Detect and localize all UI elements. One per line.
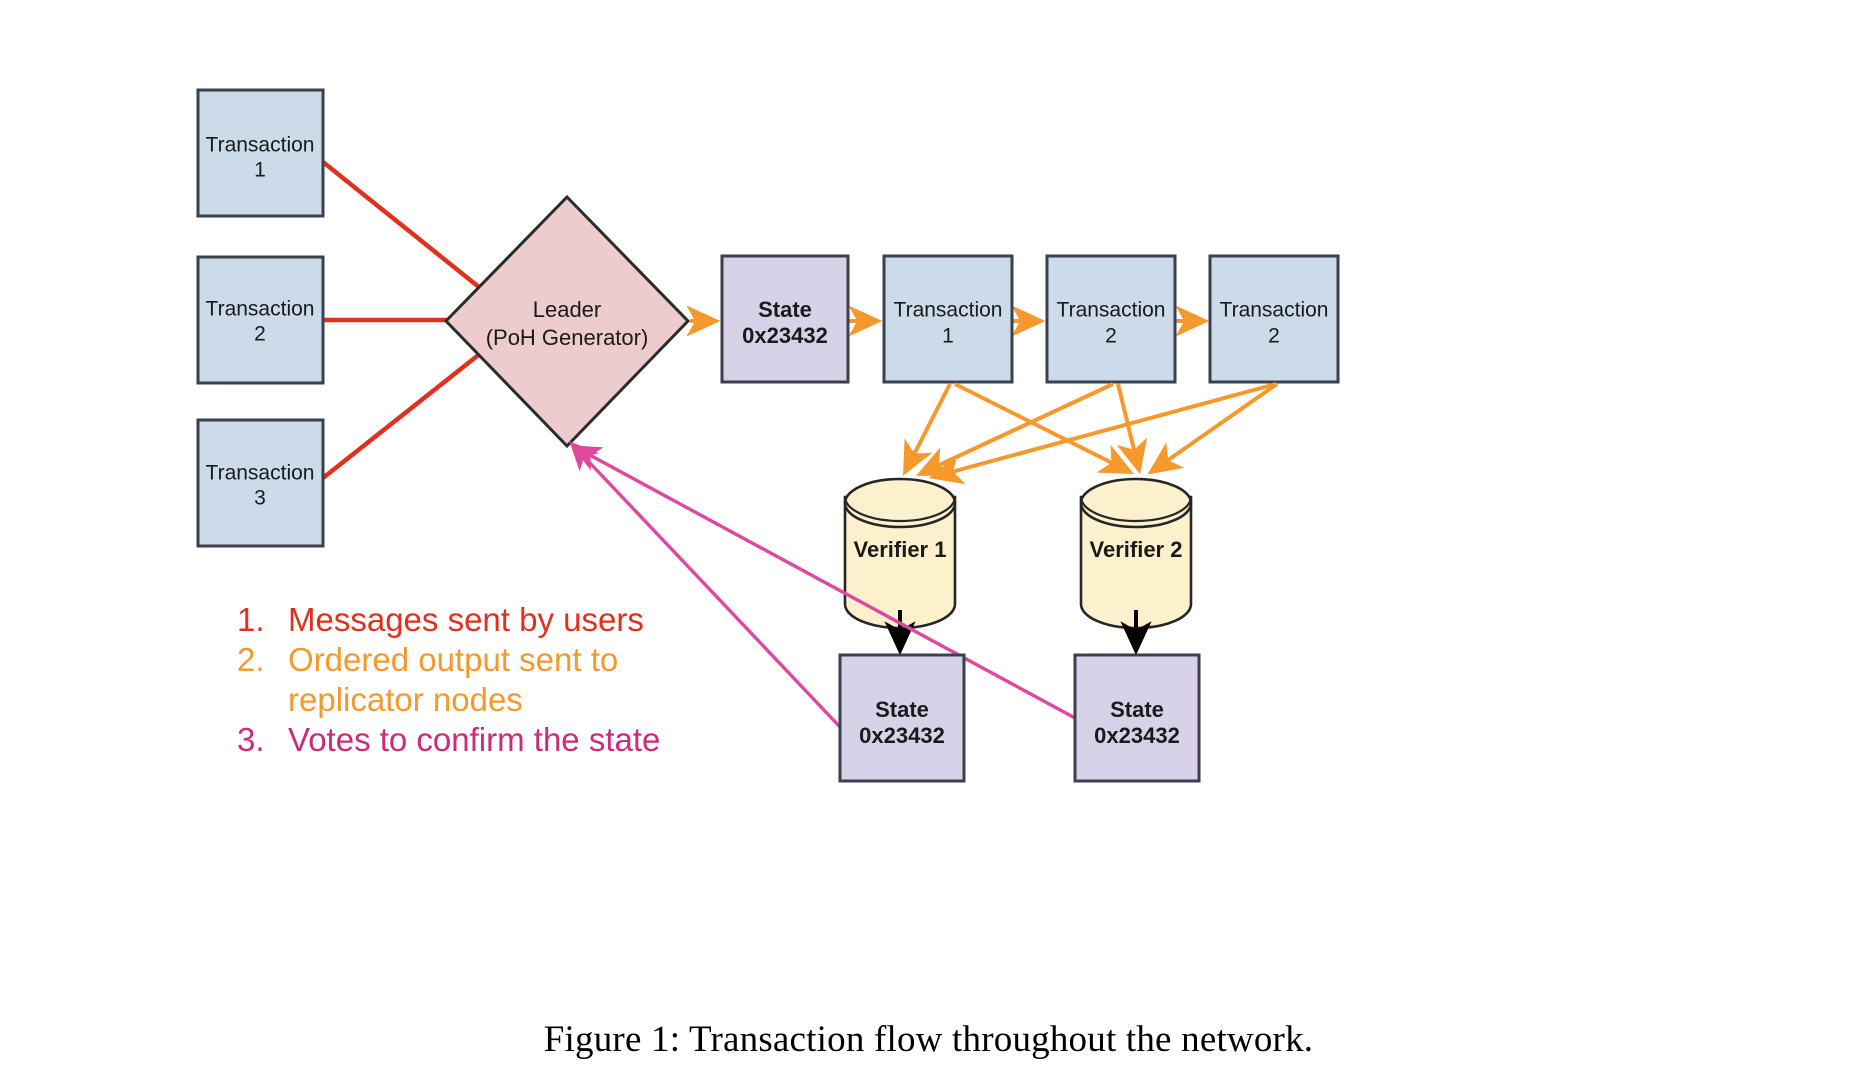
figure-caption: Figure 1: Transaction flow throughout th… [543,1019,1314,1060]
verifier-2-label: Verifier 2 [1090,537,1183,562]
arrows-ordered-output-group [902,382,1279,485]
arrows-verifier-state-group [884,610,1152,656]
arrows-votes-group [569,441,1076,729]
arrow-verifier1-state-vote-to-leader [569,441,842,729]
arrow-ledger-tx1-to-verifier2 [954,382,1134,474]
ledger-transaction-1[interactable]: Transaction 1 [882,254,1014,384]
legend: 1. Messages sent by users 2. Ordered out… [237,601,660,758]
input-transaction-2-line2: 2 [254,323,266,346]
verifier-1-label: Verifier 1 [854,537,947,562]
arrow-ledger-tx2-to-verifier2 [1116,383,1148,475]
ledger-state-line2: 0x23432 [742,323,828,348]
input-transaction-2-line1: Transaction [206,298,315,321]
verifier-2-state-line2: 0x23432 [1094,723,1180,748]
arrow-verifier2-state-vote-to-leader [571,445,1076,720]
ledger-tx2-line1: Transaction [1057,299,1166,322]
leader-node[interactable]: Leader (PoH Generator) [443,194,691,449]
ledger-tx1-line1: Transaction [894,299,1003,322]
legend-item-2-text: Ordered output sent to [288,641,618,678]
ledger-transaction-3[interactable]: Transaction 2 [1208,254,1340,384]
input-transaction-1-line1: Transaction [206,134,315,157]
arrow-ledger-tx2-to-verifier1 [916,382,1114,476]
verifier-2[interactable]: Verifier 2 [1079,477,1193,630]
input-transaction-2[interactable]: Transaction 2 [196,255,325,385]
legend-item-2-text-line2: replicator nodes [288,681,523,718]
legend-item-3-number: 3. [237,721,265,758]
input-transaction-3-line1: Transaction [206,462,315,485]
legend-item-3-text: Votes to confirm the state [288,721,660,758]
arrow-ledger-tx3-to-verifier2 [1147,382,1279,475]
ledger-transaction-2[interactable]: Transaction 2 [1045,254,1177,384]
verifier-1-state-box[interactable]: State 0x23432 [838,653,966,783]
legend-item-1-number: 1. [237,601,265,638]
verifier-2-state-box[interactable]: State 0x23432 [1073,653,1201,783]
input-transaction-1-line2: 1 [254,159,266,182]
legend-item-2-number: 2. [237,641,265,678]
verifier-1-state-line1: State [875,697,929,722]
ledger-state-line1: State [758,297,812,322]
verifier-1[interactable]: Verifier 1 [843,477,957,630]
legend-item-2: 2. Ordered output sent to replicator nod… [237,641,618,718]
transaction-flow-diagram: Transaction 1 Transaction 2 Transaction … [196,88,1340,783]
arrow-ledger-tx1-to-verifier1 [902,383,952,476]
legend-item-3: 3. Votes to confirm the state [237,721,660,758]
legend-item-1-text: Messages sent by users [288,601,644,638]
input-transaction-3[interactable]: Transaction 3 [196,418,325,548]
ledger-state-box[interactable]: State 0x23432 [720,254,850,384]
leader-label-line2: (PoH Generator) [486,325,649,350]
arrow-ledger-tx3-to-verifier1 [928,382,1277,485]
ledger-tx3-line2: 2 [1268,325,1280,348]
input-transaction-1[interactable]: Transaction 1 [196,88,325,218]
ledger-tx1-line2: 1 [942,325,954,348]
ledger-tx3-line1: Transaction [1220,299,1329,322]
verifier-1-state-line2: 0x23432 [859,723,945,748]
input-transaction-3-line2: 3 [254,487,266,510]
verifier-2-state-line1: State [1110,697,1164,722]
leader-label-line1: Leader [533,297,602,322]
legend-item-1: 1. Messages sent by users [237,601,644,638]
ledger-tx2-line2: 2 [1105,325,1117,348]
